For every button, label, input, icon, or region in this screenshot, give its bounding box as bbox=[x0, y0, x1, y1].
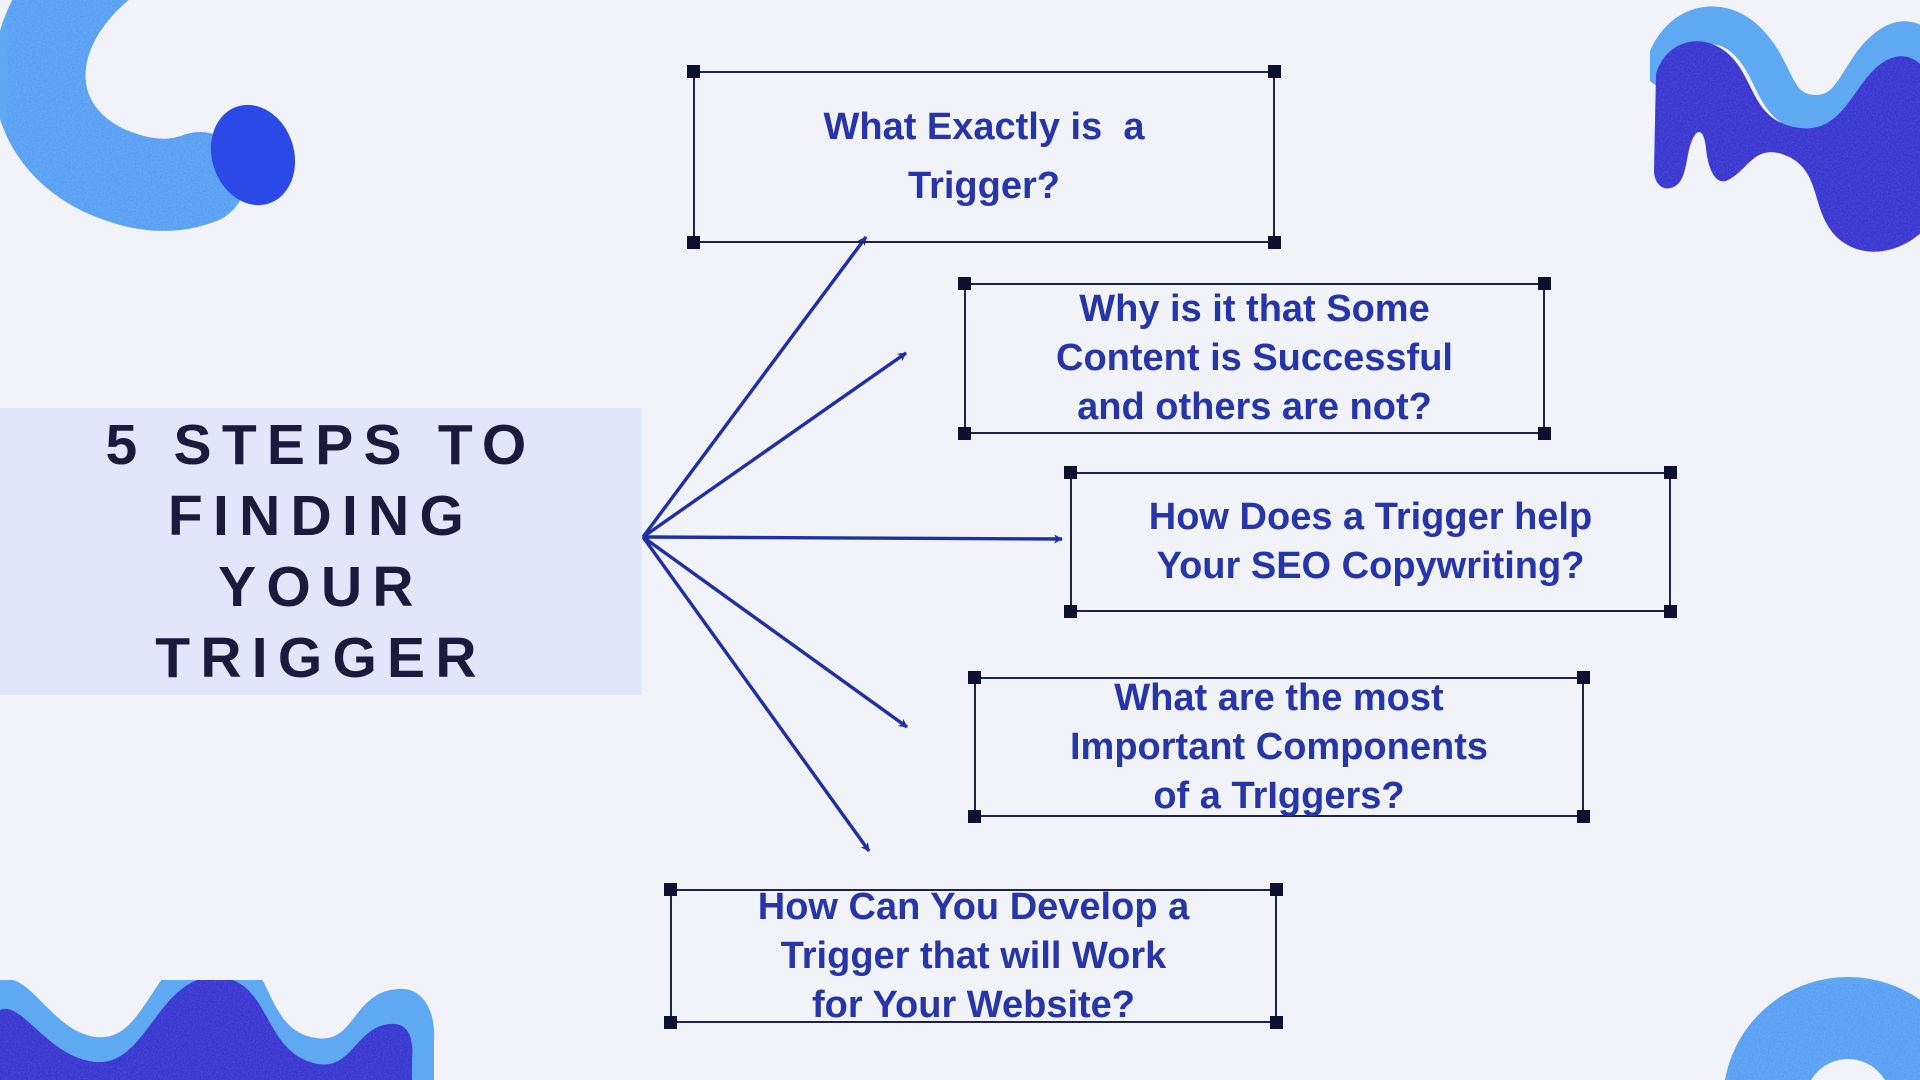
question-box-3[interactable]: How Does a Trigger help Your SEO Copywri… bbox=[1064, 466, 1677, 618]
selection-handle-top-right[interactable] bbox=[1577, 671, 1590, 684]
selection-handle-bottom-left[interactable] bbox=[1064, 605, 1077, 618]
title-panel: 5 STEPS TO FINDING YOUR TRIGGER bbox=[0, 408, 642, 695]
question-box-5[interactable]: How Can You Develop a Trigger that will … bbox=[664, 883, 1283, 1029]
question-box-1[interactable]: What Exactly is a Trigger? bbox=[687, 65, 1281, 249]
connector-arrow-4[interactable] bbox=[642, 535, 908, 729]
selection-handle-bottom-right[interactable] bbox=[1664, 605, 1677, 618]
selection-handle-bottom-right[interactable] bbox=[1538, 427, 1551, 440]
title-line-2: FINDING bbox=[167, 483, 475, 548]
connector-arrow-2[interactable] bbox=[642, 351, 907, 539]
selection-handle-bottom-left[interactable] bbox=[664, 1016, 677, 1029]
selection-handle-top-right[interactable] bbox=[1664, 466, 1677, 479]
question-box-label: What are the most Important Components o… bbox=[1070, 676, 1488, 817]
question-box-label: How Can You Develop a Trigger that will … bbox=[757, 885, 1190, 1026]
selection-handle-bottom-right[interactable] bbox=[1268, 236, 1281, 249]
page-title: 5 STEPS TO FINDING YOUR TRIGGER bbox=[106, 410, 537, 694]
selection-handle-bottom-right[interactable] bbox=[1270, 1016, 1283, 1029]
title-line-3: YOUR bbox=[218, 554, 424, 619]
title-line-1: 5 STEPS TO bbox=[105, 412, 537, 477]
question-box-label: Why is it that Some Content is Successfu… bbox=[1056, 288, 1453, 428]
connector-arrow-3[interactable] bbox=[642, 534, 1063, 544]
selection-handle-top-left[interactable] bbox=[1064, 466, 1077, 479]
selection-handle-bottom-right[interactable] bbox=[1577, 810, 1590, 823]
selection-handle-bottom-left[interactable] bbox=[958, 427, 971, 440]
question-box-4[interactable]: What are the most Important Components o… bbox=[968, 671, 1590, 823]
question-box-label: What Exactly is a Trigger? bbox=[823, 106, 1145, 207]
selection-handle-bottom-left[interactable] bbox=[687, 236, 700, 249]
selection-handle-top-left[interactable] bbox=[958, 277, 971, 290]
connector-arrow-5[interactable] bbox=[641, 536, 871, 852]
selection-handle-top-left[interactable] bbox=[687, 65, 700, 78]
question-box-2[interactable]: Why is it that Some Content is Successfu… bbox=[958, 277, 1551, 440]
selection-handle-top-right[interactable] bbox=[1268, 65, 1281, 78]
connector-arrow-1[interactable] bbox=[641, 235, 868, 539]
selection-handle-top-left[interactable] bbox=[968, 671, 981, 684]
selection-handle-bottom-left[interactable] bbox=[968, 810, 981, 823]
question-box-label: How Does a Trigger help Your SEO Copywri… bbox=[1148, 496, 1593, 587]
selection-handle-top-right[interactable] bbox=[1538, 277, 1551, 290]
title-line-4: TRIGGER bbox=[155, 625, 487, 690]
selection-handle-top-left[interactable] bbox=[664, 883, 677, 896]
selection-handle-top-right[interactable] bbox=[1270, 883, 1283, 896]
